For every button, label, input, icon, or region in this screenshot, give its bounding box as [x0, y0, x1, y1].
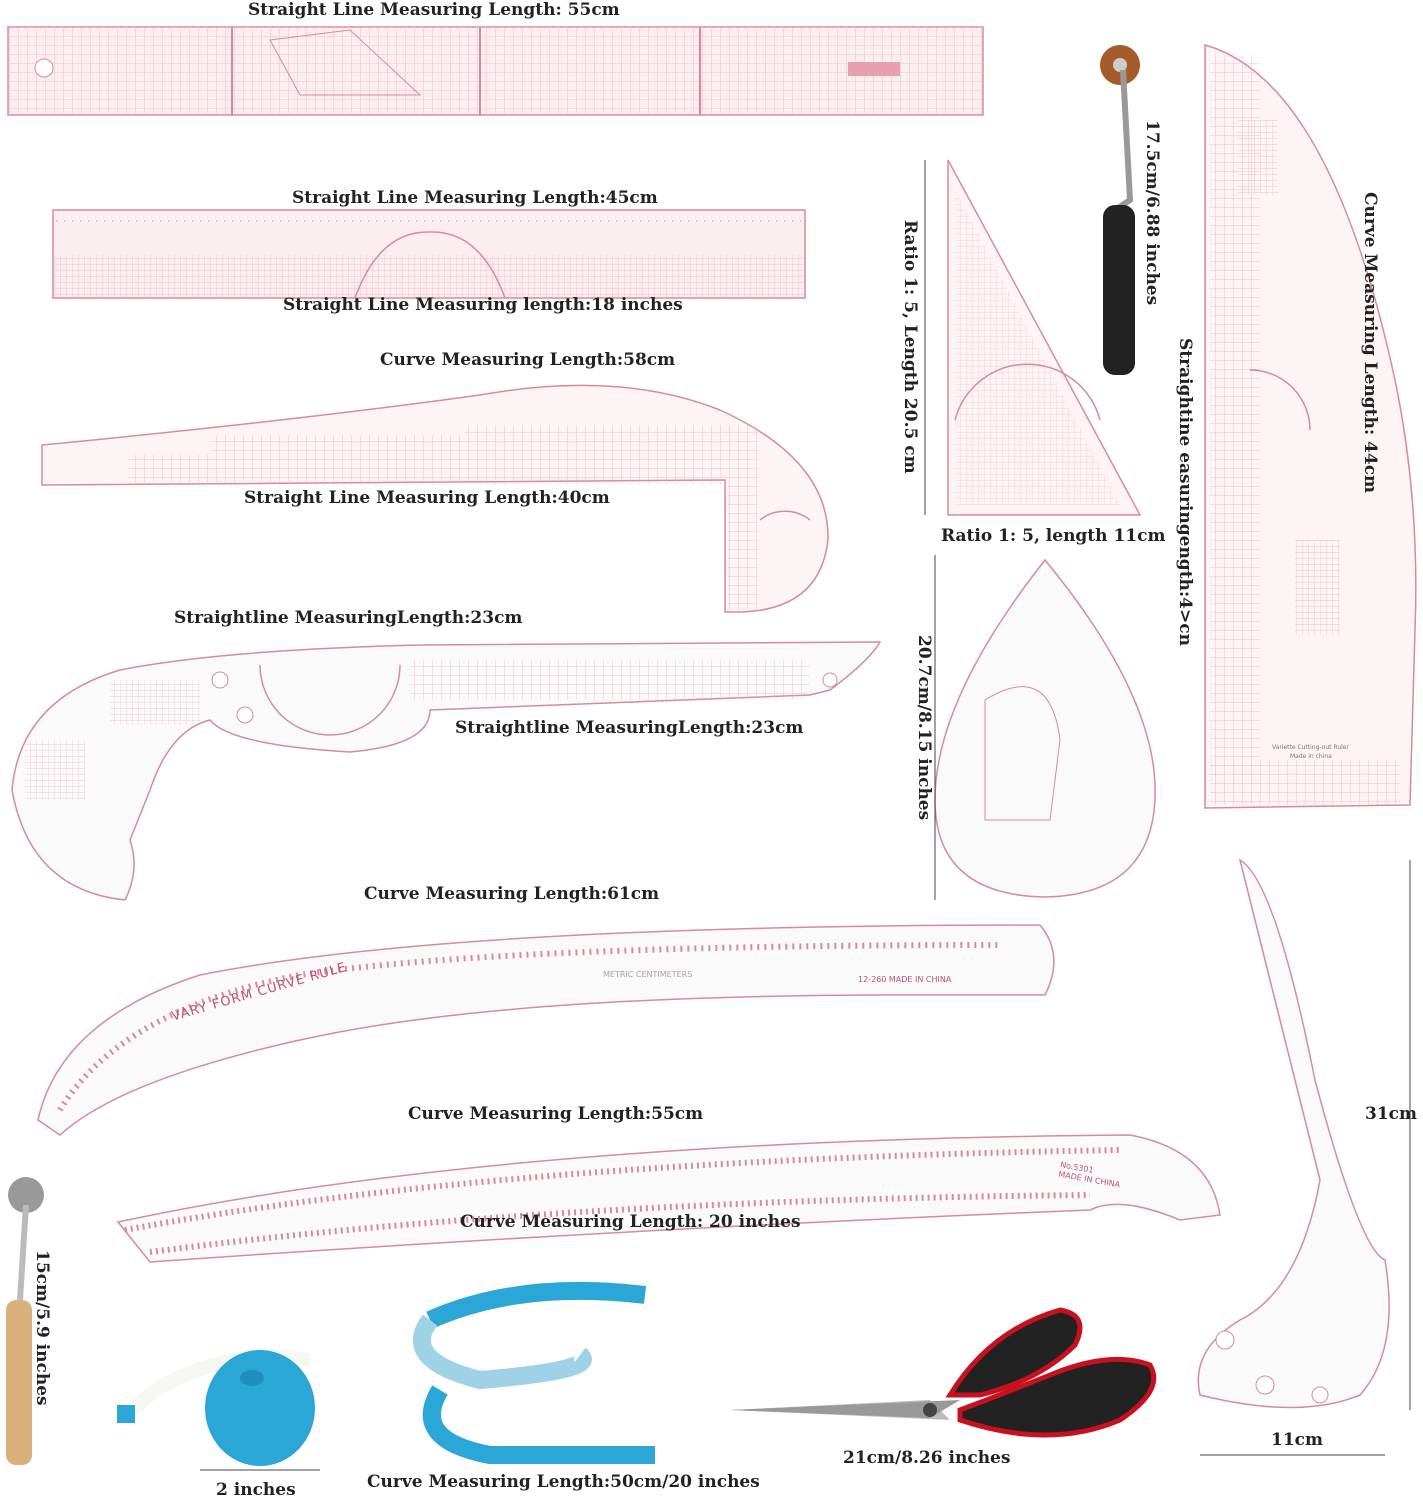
label-wheel-175cm: 17.5cm/6.88 inches	[1142, 120, 1162, 306]
label-straight-40cm: Straight Line Measuring Length:40cm	[244, 488, 610, 508]
ruler-long-curve-31cm	[1197, 858, 1411, 1456]
label-curve-20in: Curve Measuring Length: 20 inches	[460, 1212, 801, 1232]
tape-measure	[117, 1347, 320, 1471]
label-straight-18in: Straight Line Measuring length:18 inches	[283, 295, 683, 315]
ruler-french-curve-23cm	[11, 641, 882, 901]
label-ratio-length-205: Ratio 1: 5, Length 20.5 cm	[900, 220, 920, 474]
label-straight-45cm: Straight Line Measuring Length:45cm	[292, 188, 658, 208]
tracing-wheel-small	[6, 1177, 44, 1465]
label-straightline-23cm-a: Straightline MeasuringLength:23cm	[174, 608, 523, 628]
label-curve-58cm: Curve Measuring Length:58cm	[380, 350, 676, 370]
label-height-31cm: 31cm	[1365, 1104, 1417, 1124]
ruler-vary-form-curve-61cm	[37, 924, 1055, 1136]
label-width-11cm: 11cm	[1271, 1430, 1323, 1450]
label-curve-61cm: Curve Measuring Length:61cm	[364, 884, 660, 904]
ruler-hip-curve-55cm	[116, 1134, 1221, 1263]
ruler-teardrop	[934, 555, 1156, 900]
label-curve-44cm: Curve Measuring Length: 44cm	[1360, 192, 1380, 494]
label-flexi-50cm: Curve Measuring Length:50cm/20 inches	[367, 1472, 760, 1492]
tracing-wheel-large	[1100, 45, 1140, 375]
ruler-55cm	[7, 26, 984, 116]
flexible-curve-ruler	[412, 1281, 655, 1464]
ruler-45cm	[52, 209, 806, 299]
ruler-print-model: 12-260 MADE IN CHINA	[858, 975, 952, 984]
label-tape-2in: 2 inches	[216, 1480, 296, 1500]
ruler-print-metric: METRIC CENTIMETERS	[603, 970, 693, 979]
ruler-curve-58cm	[41, 384, 829, 613]
label-curve-55cm: Curve Measuring Length:55cm	[408, 1104, 704, 1124]
label-teardrop-207: 20.7cm/8.15 inches	[914, 635, 934, 821]
label-straight-55cm: Straight Line Measuring Length: 55cm	[248, 0, 620, 20]
label-easing-4cm: Straightine easuringength:4>cn	[1175, 338, 1195, 646]
label-straightline-23cm-b: Straightline MeasuringLength:23cm	[455, 718, 804, 738]
ruler-triangle	[924, 159, 1142, 516]
label-scissors-21cm: 21cm/8.26 inches	[843, 1448, 1011, 1468]
ruler-curve-44cm	[1204, 44, 1417, 809]
ruler-print-varietle: Variette Cutting-out Ruler	[1272, 744, 1349, 751]
scissors	[730, 1307, 1157, 1438]
ruler-print-made-china: Made in china	[1290, 753, 1332, 760]
label-ratio-length-11: Ratio 1: 5, length 11cm	[941, 526, 1166, 546]
label-wheel-15cm: 15cm/5.9 inches	[32, 1250, 52, 1406]
